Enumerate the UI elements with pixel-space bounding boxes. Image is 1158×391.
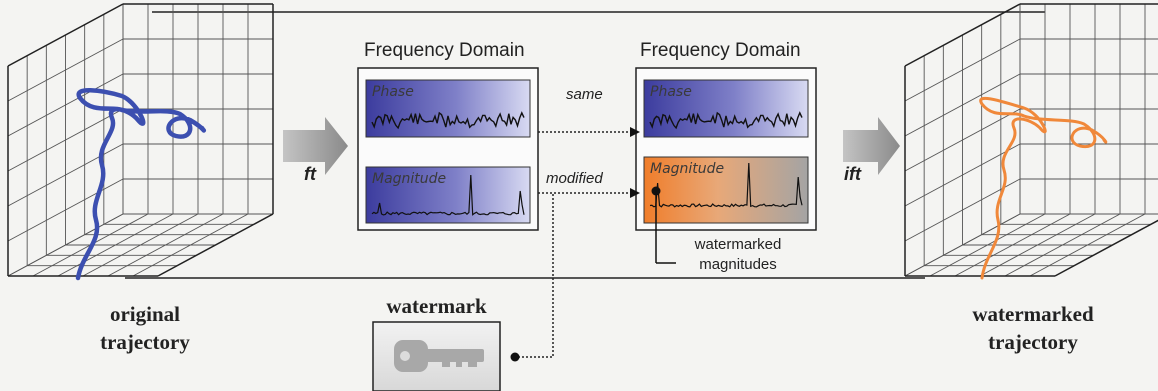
watermarked-caption-line1: watermarked <box>972 302 1094 326</box>
connector-watermark <box>518 194 554 358</box>
watermarked-note-line1: watermarked <box>694 236 782 253</box>
outer-frame <box>125 11 1045 279</box>
original-trajectory-curve <box>75 88 207 281</box>
arrow-right-icon <box>283 117 348 175</box>
fd-right-magnitude-label: Magnitude <box>650 161 725 177</box>
fd-left-magnitude-panel <box>365 166 531 224</box>
watermarked-trajectory-caption: watermarked trajectory <box>948 300 1118 356</box>
fd-left-phase-panel <box>365 79 531 138</box>
watermarked-caption-line2: trajectory <box>988 330 1078 354</box>
watermarked-magnitudes-note: watermarked magnitudes <box>672 235 804 275</box>
fd-right-phase-label: Phase <box>650 84 692 100</box>
connector-modified <box>538 188 640 198</box>
watermark-title: watermark <box>386 294 487 318</box>
phase-signal-left <box>371 111 525 130</box>
fd-right-title: Frequency Domain <box>640 40 801 61</box>
op-forward-label: ft <box>304 164 316 184</box>
original-caption-line2: trajectory <box>100 330 190 354</box>
magnitude-signal-left <box>371 174 525 216</box>
phase-signal-right <box>649 111 803 130</box>
dot-connector-icon <box>510 352 520 362</box>
watermarked-note-line2: magnitudes <box>699 256 777 273</box>
magnitude-signal-right <box>649 162 803 208</box>
fd-left-magnitude-label: Magnitude <box>372 171 447 187</box>
fd-left-title: Frequency Domain <box>364 40 525 61</box>
fd-left-phase-label: Phase <box>372 84 414 100</box>
key-icon <box>394 340 484 372</box>
fd-right-phase-panel <box>643 79 809 138</box>
edge-same-label: same <box>566 86 603 103</box>
fd-right-magnitude-panel <box>643 156 809 224</box>
edge-modified-label: modified <box>546 170 603 187</box>
original-caption-line1: original <box>109 302 180 326</box>
arrow-right-icon <box>843 117 900 175</box>
watermarked-trajectory-curve <box>979 96 1108 280</box>
connector-same <box>538 127 640 137</box>
op-inverse-label: ift <box>844 164 861 184</box>
original-trajectory-caption: original trajectory <box>60 300 230 356</box>
watermarked-leader <box>651 186 676 264</box>
trajectory-box-original <box>7 3 274 277</box>
trajectory-box-watermarked <box>904 3 1158 277</box>
